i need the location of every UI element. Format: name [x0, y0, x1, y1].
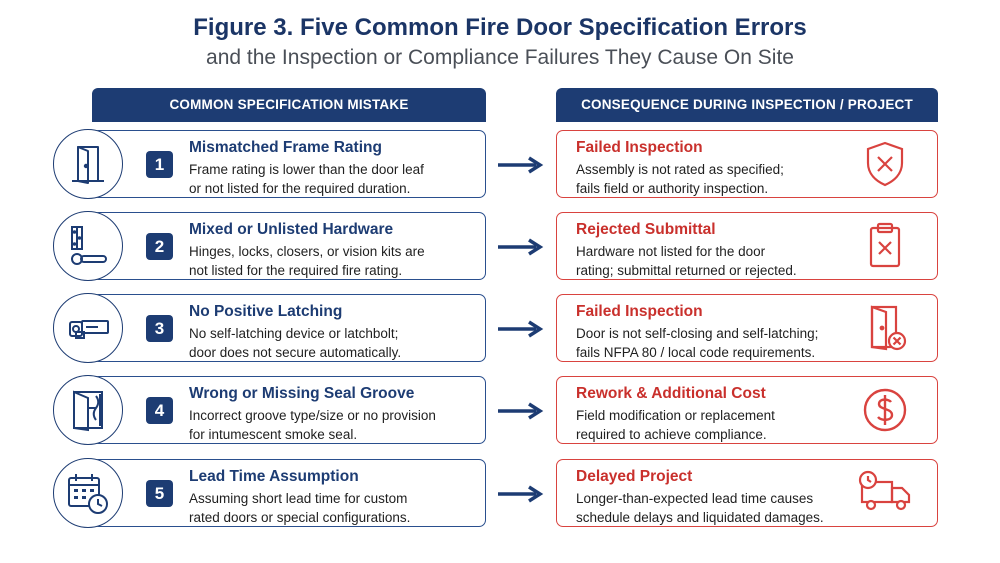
consequence-title: Rework & Additional Cost	[576, 385, 766, 402]
consequence-description: Assembly is not rated as specified; fail…	[576, 162, 784, 196]
calendar-clock-icon	[68, 474, 108, 514]
row-4: 4 Wrong or Missing Seal Groove Incorrect…	[0, 375, 1000, 447]
latch-bolt-icon	[69, 320, 109, 339]
step-number: 5	[146, 480, 173, 507]
door-seal-icon	[73, 390, 103, 432]
figure-subtitle: and the Inspection or Compliance Failure…	[206, 46, 794, 69]
mistake-title: Lead Time Assumption	[189, 468, 359, 485]
door-frame-icon	[72, 146, 104, 184]
consequence-card	[556, 212, 938, 280]
clipboard-x-icon	[869, 222, 901, 268]
mistake-description: No self-latching device or latchbolt; do…	[189, 326, 402, 360]
mistake-title: Mismatched Frame Rating	[189, 139, 382, 156]
consequence-title: Failed Inspection	[576, 303, 703, 320]
arrow-right-icon	[498, 156, 544, 174]
door-x-icon	[870, 305, 907, 351]
mistake-icon-circle	[53, 211, 123, 281]
mistake-card	[92, 376, 486, 444]
step-number: 2	[146, 233, 173, 260]
dollar-icon	[863, 388, 907, 432]
arrow-right-icon	[498, 238, 544, 256]
mistake-title: Mixed or Unlisted Hardware	[189, 221, 394, 238]
mistake-description: Incorrect groove type/size or no provisi…	[189, 408, 436, 442]
consequence-description: Field modification or replacement requir…	[576, 408, 775, 442]
consequence-title: Failed Inspection	[576, 139, 703, 156]
mistake-description: Assuming short lead time for custom rate…	[189, 491, 411, 525]
header-mistake: COMMON SPECIFICATION MISTAKE	[92, 88, 486, 122]
mistake-icon-circle	[53, 129, 123, 199]
mistake-title: Wrong or Missing Seal Groove	[189, 385, 415, 402]
consequence-title: Rejected Submittal	[576, 221, 716, 238]
consequence-description: Hardware not listed for the door rating;…	[576, 244, 797, 278]
arrow-right-icon	[498, 402, 544, 420]
consequence-card	[556, 376, 938, 444]
hinge-handle-icon	[71, 226, 107, 265]
arrow-right-icon	[498, 485, 544, 503]
step-number: 3	[146, 315, 173, 342]
mistake-icon-circle	[53, 458, 123, 528]
row-5: 5 Lead Time Assumption Assuming short le…	[0, 458, 1000, 530]
header-consequence: CONSEQUENCE DURING INSPECTION / PROJECT	[556, 88, 938, 122]
consequence-card	[556, 294, 938, 362]
arrow-right-icon	[498, 320, 544, 338]
mistake-title: No Positive Latching	[189, 303, 343, 320]
mistake-icon-circle	[53, 293, 123, 363]
row-2: 2 Mixed or Unlisted Hardware Hinges, loc…	[0, 211, 1000, 283]
step-number: 4	[146, 397, 173, 424]
row-1: 1 Mismatched Frame Rating Frame rating i…	[0, 129, 1000, 201]
figure-title: Figure 3. Five Common Fire Door Specific…	[193, 14, 807, 41]
mistake-icon-circle	[53, 375, 123, 445]
row-3: 3 No Positive Latching No self-latching …	[0, 293, 1000, 365]
step-number: 1	[146, 151, 173, 178]
consequence-card	[556, 459, 938, 527]
delivery-truck-clock-icon	[858, 470, 911, 511]
consequence-card	[556, 130, 938, 198]
consequence-title: Delayed Project	[576, 468, 693, 485]
mistake-description: Hinges, locks, closers, or vision kits a…	[189, 244, 425, 278]
shield-x-icon	[866, 141, 904, 187]
mistake-description: Frame rating is lower than the door leaf…	[189, 162, 424, 196]
consequence-description: Longer-than-expected lead time causes sc…	[576, 491, 824, 525]
consequence-description: Door is not self-closing and self-latchi…	[576, 326, 819, 360]
